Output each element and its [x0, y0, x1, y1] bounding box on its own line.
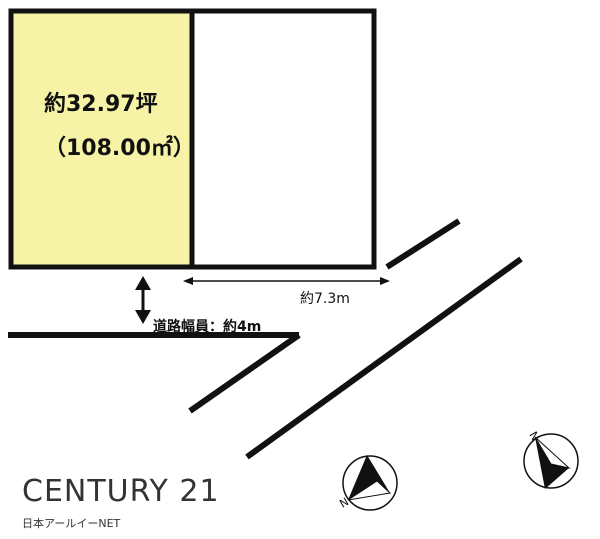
brand-company: 日本アールイーNET: [22, 517, 121, 530]
brand-logo: CENTURY 21: [22, 474, 220, 509]
north-label: N: [337, 495, 351, 510]
road-edge-far-diagonal: [245, 256, 523, 460]
road-width-label: 道路幅員：約4m: [153, 319, 262, 335]
frontage-dimension-arrow: [183, 277, 390, 285]
road-edge-lower-diagonal: [188, 332, 301, 414]
area-m2-label: （108.00㎡）: [44, 136, 195, 161]
road-edge-upper-right: [385, 218, 461, 270]
north-arrow-compass-1: N: [337, 455, 398, 511]
subject-plot: [8, 8, 195, 270]
frontage-label: 約7.3m: [300, 291, 350, 307]
area-tsubo-label: 約32.97坪: [44, 92, 158, 117]
north-arrow-compass-2: N: [523, 429, 579, 489]
road-width-arrow: [135, 276, 151, 324]
neighbor-plot: [189, 8, 377, 270]
